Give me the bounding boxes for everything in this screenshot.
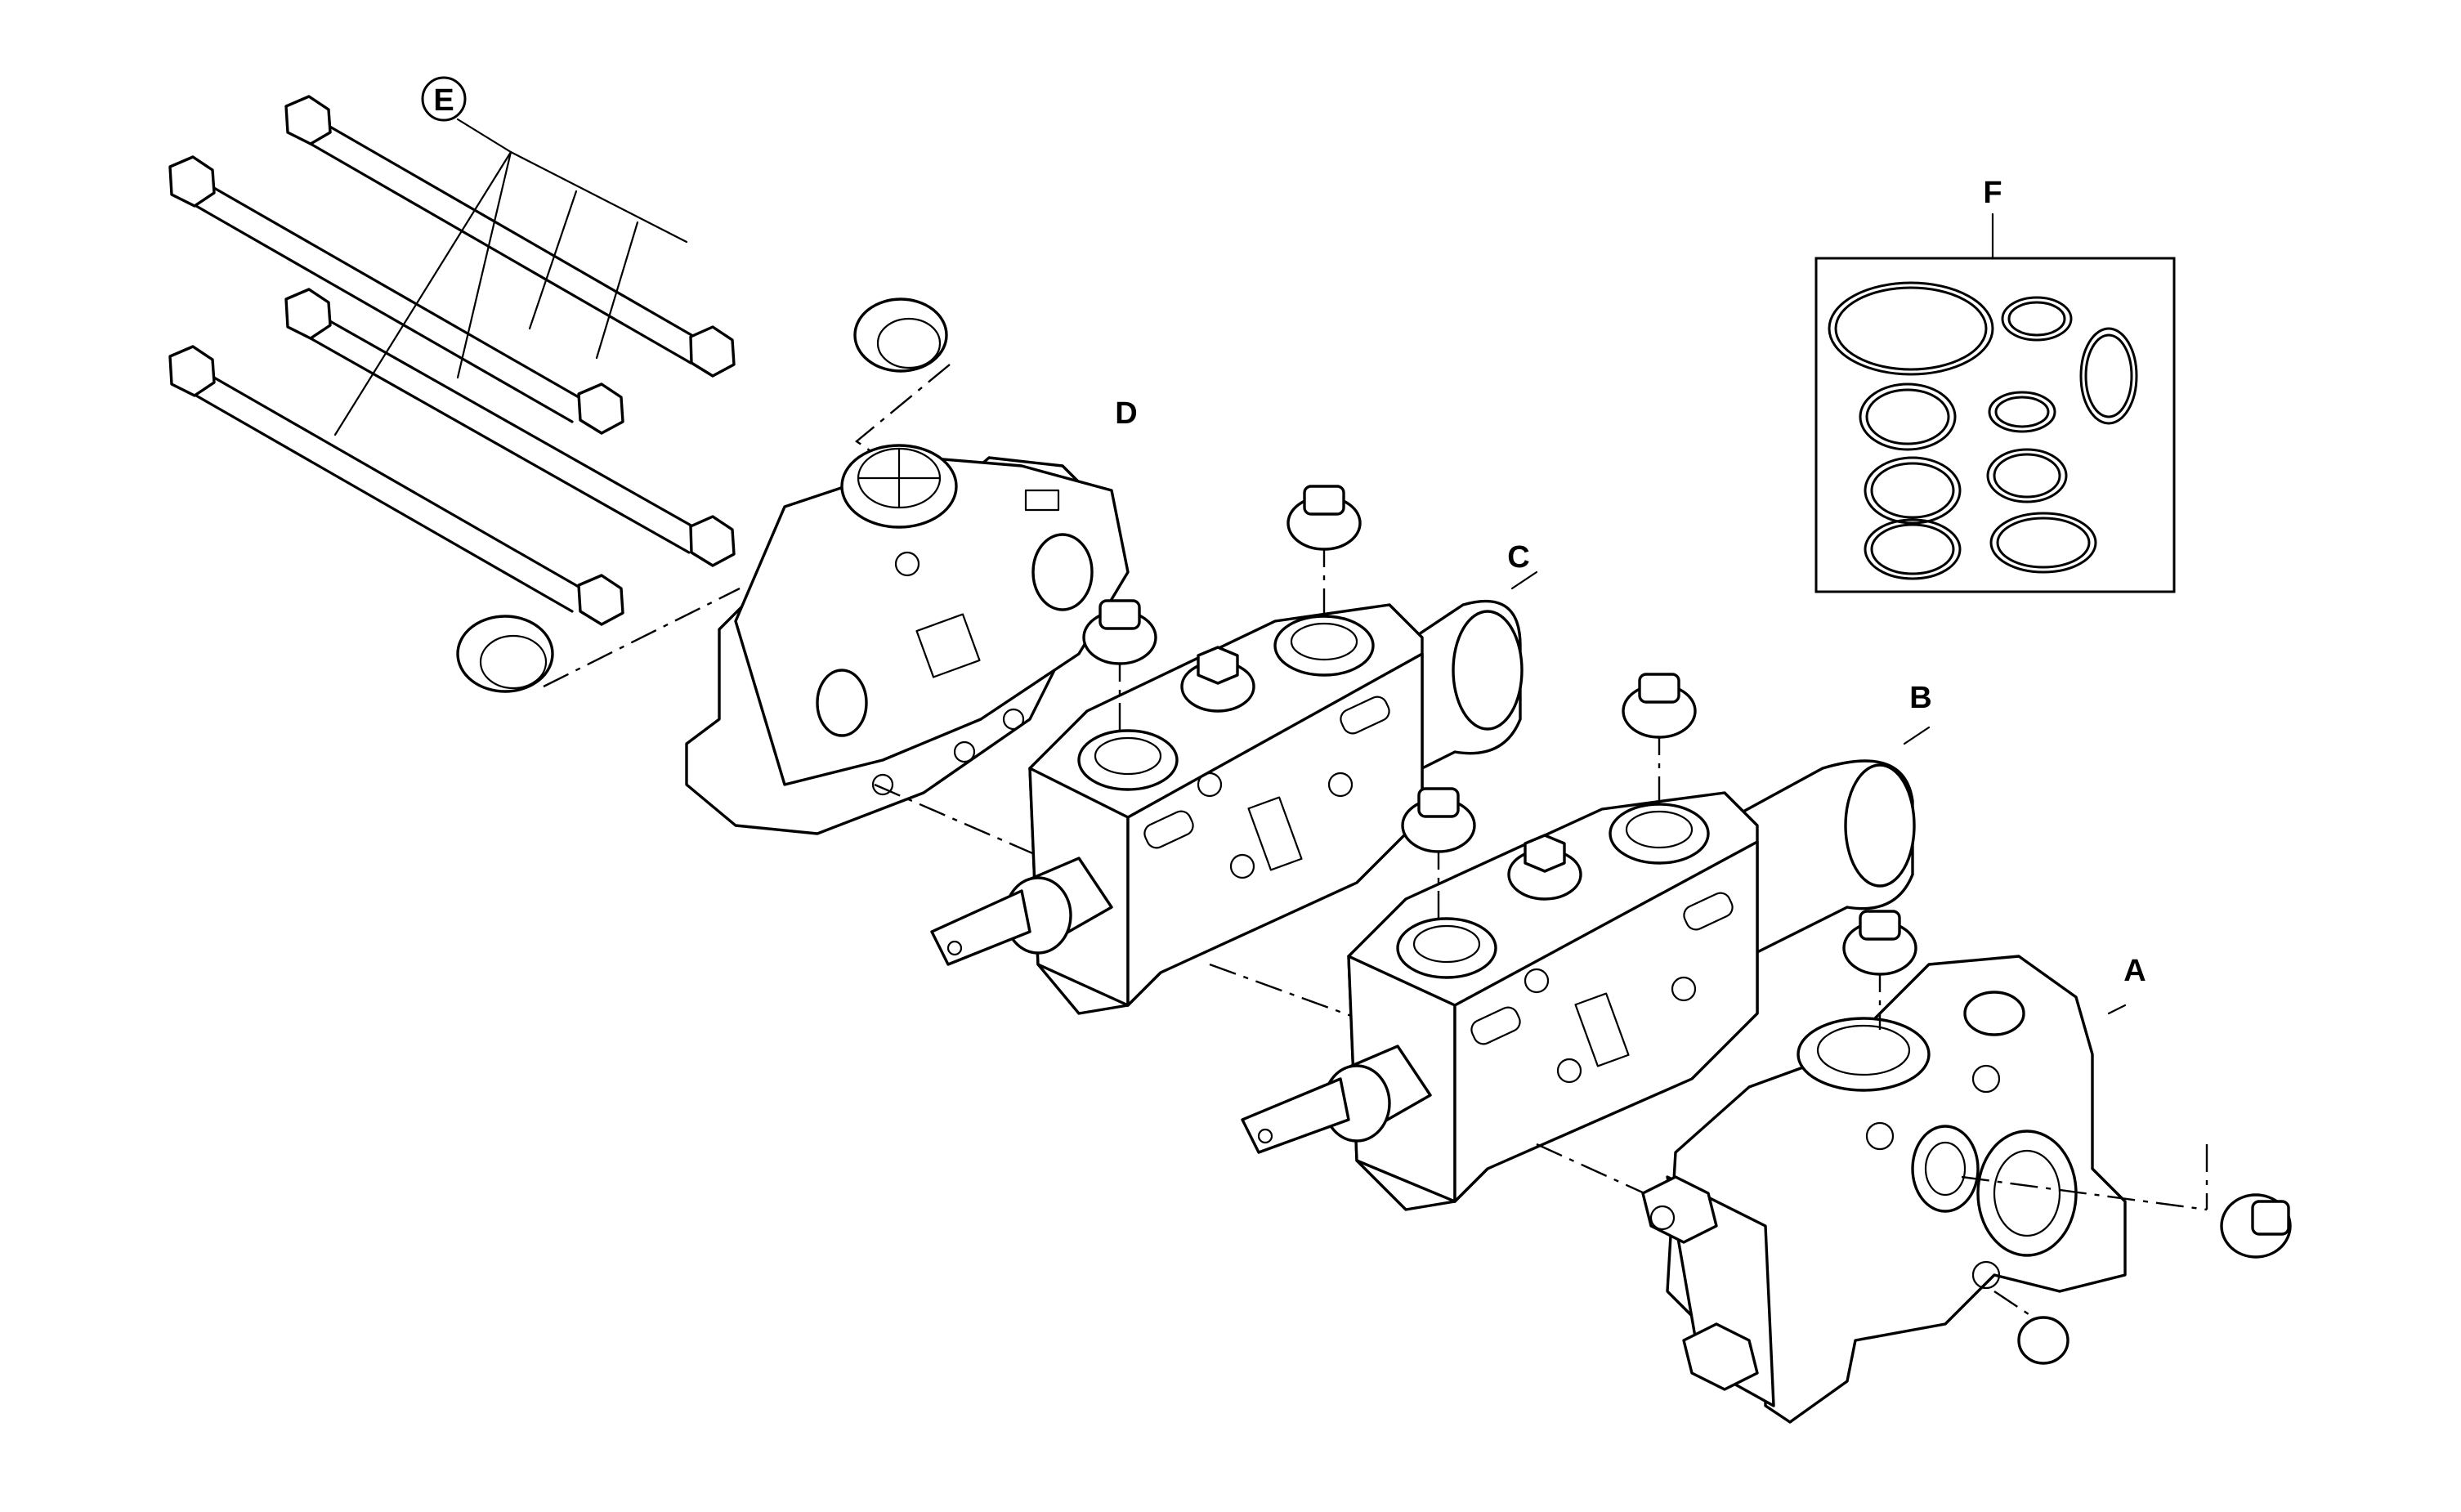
callout-e-circle bbox=[421, 76, 467, 122]
plug-b-right bbox=[1622, 673, 1697, 739]
plug-c-right bbox=[1286, 485, 1362, 551]
fitting-a-bottom bbox=[2017, 1316, 2069, 1365]
section-d-end-cover bbox=[685, 444, 1130, 835]
bolt-b-center bbox=[1507, 834, 1582, 901]
callout-e-leaders bbox=[333, 118, 688, 436]
tie-bolt-2 bbox=[168, 155, 624, 435]
callout-c-label: C bbox=[1507, 540, 1529, 575]
tie-bolt-set bbox=[168, 76, 736, 626]
callout-e-label: E bbox=[433, 83, 454, 118]
callout-a-label: A bbox=[2123, 954, 2146, 988]
plug-left-d bbox=[456, 587, 741, 693]
plug-top-d bbox=[853, 297, 951, 460]
relief-valve-nut bbox=[1641, 1175, 1718, 1244]
bolt-c-center bbox=[1180, 646, 1255, 713]
section-c-valve-section bbox=[874, 485, 1538, 1015]
section-a-inlet-cover bbox=[1536, 910, 2292, 1424]
plug-a-top bbox=[1842, 910, 1917, 976]
tie-bolt-4 bbox=[168, 345, 624, 626]
section-b-valve-section bbox=[1209, 673, 1931, 1211]
mount-nut-a bbox=[1682, 1322, 1759, 1391]
plug-c-left bbox=[1082, 599, 1157, 665]
seal-kit-box bbox=[1814, 212, 2176, 593]
callout-f-label: F bbox=[1983, 176, 2002, 210]
tie-bolt-3 bbox=[284, 288, 736, 567]
tie-bolt-1 bbox=[284, 95, 736, 378]
callout-d-label: D bbox=[1115, 396, 1137, 431]
callout-b-label: B bbox=[1909, 681, 1931, 715]
plug-a-side bbox=[2220, 1193, 2292, 1259]
plug-b-left bbox=[1401, 787, 1476, 853]
